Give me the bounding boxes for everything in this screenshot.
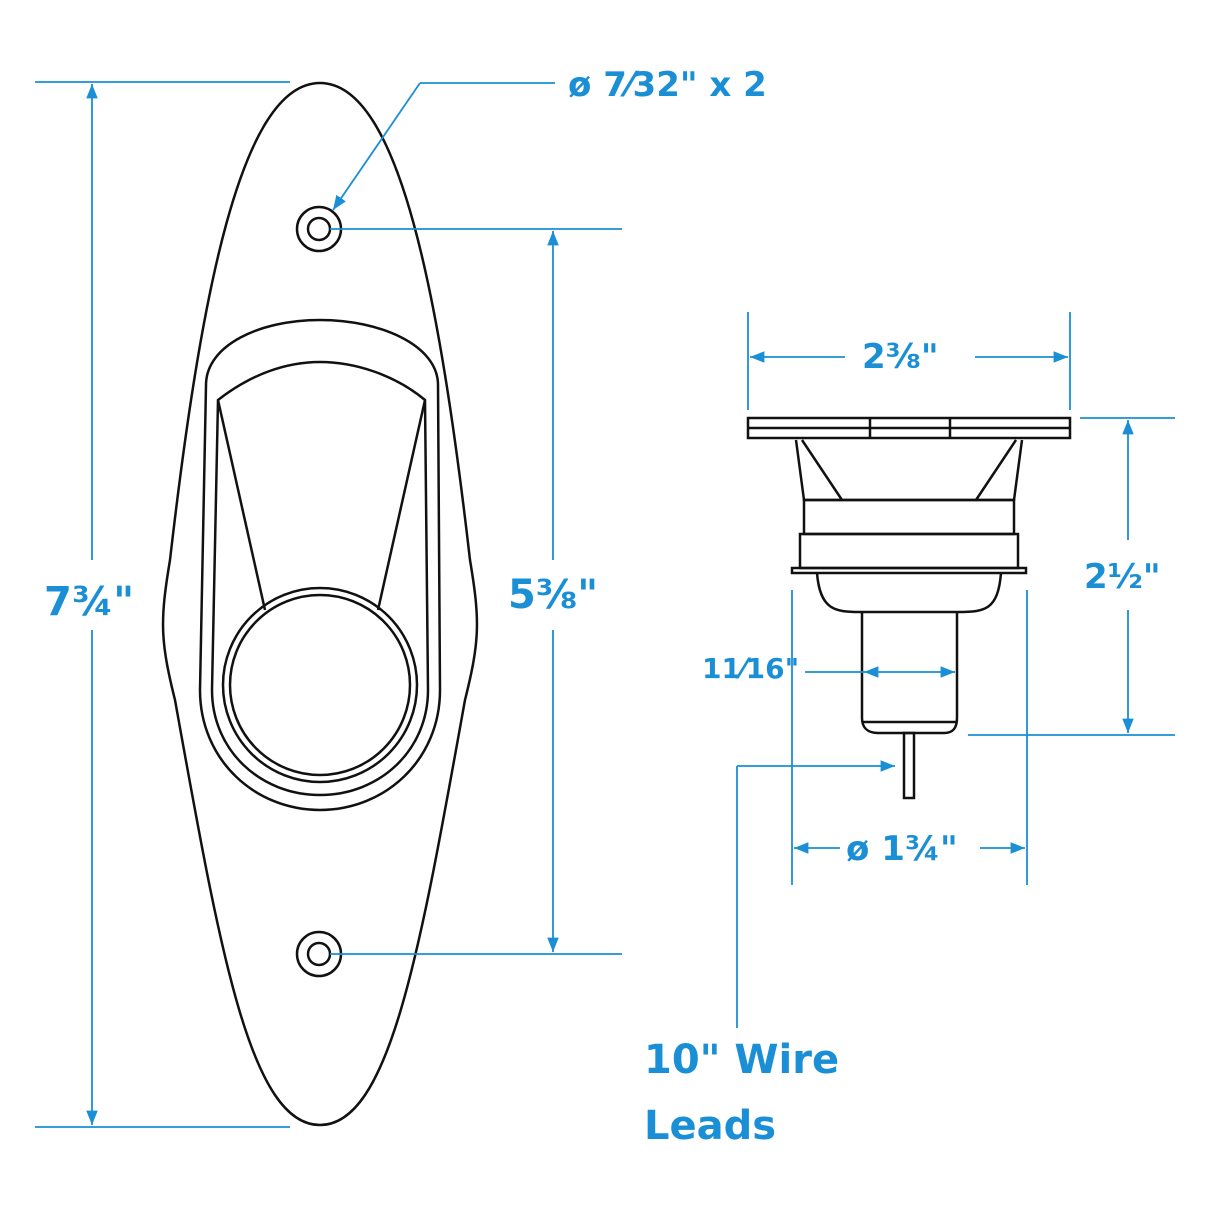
wire-leads-label-line2: Leads <box>644 1103 777 1149</box>
front-view <box>161 81 479 1127</box>
hole-diameter-label: ø 7⁄32" x 2 <box>568 65 767 105</box>
hole-spacing-label: 5⅜" <box>508 572 599 618</box>
stem-diameter-label: 11⁄16" <box>702 652 800 685</box>
side-height-label: 2½" <box>1084 557 1161 597</box>
body-diameter-label: ø 1¾" <box>846 829 958 869</box>
flange-width-label: 2⅜" <box>862 337 939 377</box>
side-view <box>746 416 1072 800</box>
dimension-lines <box>35 81 1175 1128</box>
wire-leads-label-line1: 10" Wire <box>644 1037 840 1083</box>
overall-height-label: 7¾" <box>44 579 135 625</box>
